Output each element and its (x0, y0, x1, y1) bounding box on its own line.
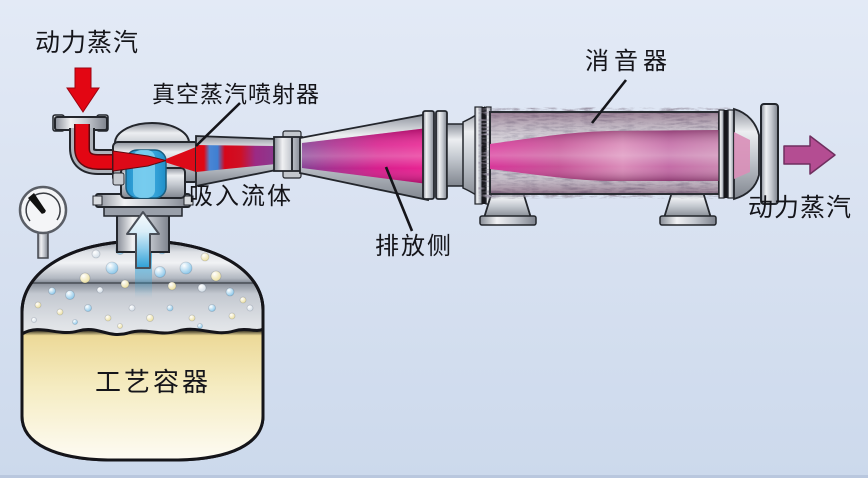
label-motive-steam-out: 动力蒸汽 (748, 195, 853, 222)
suction-up-arrow (126, 211, 160, 269)
label-discharge-side: 排放侧 (375, 234, 453, 260)
label-silencer: 消音器 (585, 49, 672, 75)
label-process-vessel: 工艺容器 (95, 368, 212, 397)
leader-lines (195, 79, 628, 232)
liquid-surface-line (21, 327, 264, 336)
silencer-legs (479, 191, 717, 226)
bottom-edge-strip (0, 475, 868, 478)
pipe-coupling-flange (273, 130, 303, 179)
process-vessel (20, 239, 265, 462)
gauge-needle (28, 193, 46, 214)
label-motive-steam-in: 动力蒸汽 (35, 30, 140, 57)
ejector-bolt (112, 172, 125, 186)
discharge-leader-line (384, 166, 414, 232)
mixed-flow-tube (196, 145, 276, 172)
label-ejector: 真空蒸汽喷射器 (152, 82, 320, 107)
silencer-leader-line (590, 79, 628, 124)
outlet-cap-flow (734, 132, 750, 179)
motive-steam-pipe (69, 124, 150, 175)
pressure-gauge (18, 185, 68, 259)
vacuum-steam-ejector (52, 114, 200, 199)
outlet-steam-right-arrow (783, 135, 836, 175)
inlet-flange (52, 114, 109, 132)
silencer-outlet-flange (760, 103, 779, 205)
ejector-leader-line (195, 102, 241, 147)
ejector-jet (166, 147, 196, 172)
vessel-bubbles (31, 245, 254, 329)
ejector-nozzle (112, 150, 168, 172)
gauge-scale-arc (25, 192, 61, 222)
discharge-pipe (195, 112, 429, 202)
label-suction-fluid: 吸入流体 (189, 184, 293, 210)
motive-steam-down-arrow (66, 67, 100, 113)
silencer (422, 103, 779, 226)
silencer-inlet-flange (422, 110, 435, 200)
vessel-liquid (22, 329, 263, 460)
